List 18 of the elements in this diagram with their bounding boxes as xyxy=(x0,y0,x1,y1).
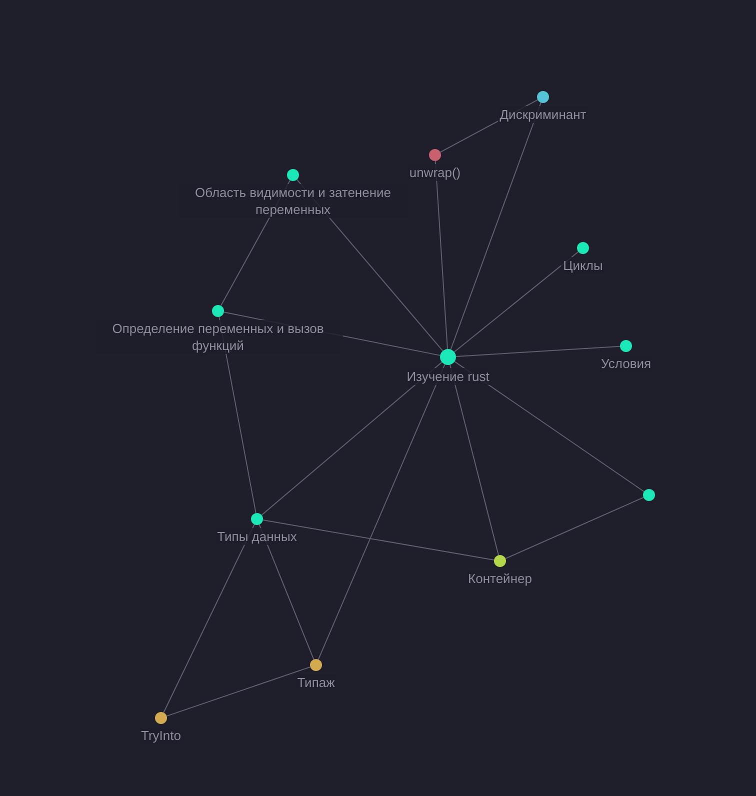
connector-line xyxy=(258,524,314,660)
connector-line xyxy=(454,251,579,352)
node-label: Изучение rust xyxy=(404,368,492,385)
connector-line xyxy=(166,666,311,717)
connector-line xyxy=(261,362,442,516)
node-label: Типы данных xyxy=(215,528,299,545)
connector-line xyxy=(163,524,255,714)
connector-line xyxy=(504,496,644,560)
node-label: Дискриминант xyxy=(498,106,588,123)
connector-line xyxy=(262,520,495,560)
connector-line xyxy=(449,364,500,556)
connector-line xyxy=(450,102,542,350)
node-label: Контейнер xyxy=(466,570,534,587)
connector-line xyxy=(455,346,620,357)
node-label: Циклы xyxy=(561,257,605,274)
connector-line xyxy=(434,160,448,350)
connector-line xyxy=(318,364,446,660)
node-label: unwrap() xyxy=(407,164,463,181)
